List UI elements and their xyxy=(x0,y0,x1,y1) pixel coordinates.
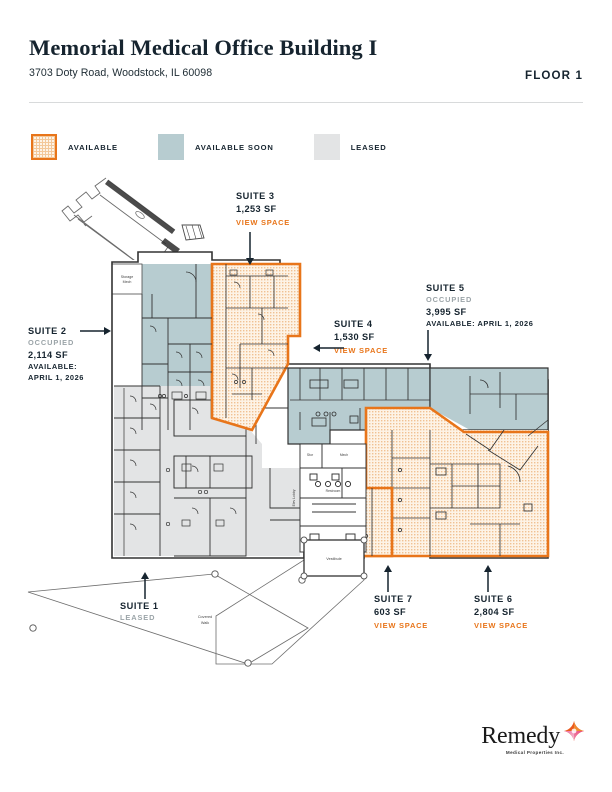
plan-doors-suite2 xyxy=(149,271,207,411)
suite-6-area: 2,804 SF xyxy=(474,607,515,618)
callout-suite-4: SUITE 4 1,530 SF VIEW SPACE xyxy=(334,318,388,356)
suite-4-area: 1,530 SF xyxy=(334,332,375,343)
suite-5-area[interactable] xyxy=(429,367,549,434)
page-title: Memorial Medical Office Building I xyxy=(29,35,378,60)
label-elev-lobby: Elev Lobby xyxy=(292,489,296,506)
floor-plan-svg: Stor Mech Restroom Storage Mech Elev Lob… xyxy=(27,177,550,667)
suite-3-area: 1,253 SF xyxy=(236,204,277,215)
callout-suite-3: SUITE 3 1,253 SF VIEW SPACE xyxy=(236,190,290,228)
plan-core-labels: Stor Mech Restroom xyxy=(307,453,348,493)
suite-6-view-space-link[interactable]: VIEW SPACE xyxy=(474,621,529,631)
legend-label-available: AVAILABLE xyxy=(68,142,118,152)
label-mech: Mech xyxy=(340,453,348,457)
suite-7-name: SUITE 7 xyxy=(374,594,413,604)
callout-suite-5: SUITE 5 OCCUPIED 3,995 SF AVAILABLE: APR… xyxy=(426,282,533,329)
plan-covered-walk-outline xyxy=(27,573,309,665)
label-covered-walk-2: Walk xyxy=(201,621,209,625)
plan-walk-columns xyxy=(29,570,306,667)
plan-vestibule xyxy=(303,539,365,577)
label-storage: Stor xyxy=(307,453,314,457)
suite-1-name: SUITE 1 xyxy=(120,601,159,611)
legend-swatch-available-soon xyxy=(157,134,184,160)
plan-interior-walls-suite4 xyxy=(290,368,430,430)
suite-2-area: 2,114 SF xyxy=(28,349,68,360)
suite-4-view-space-link[interactable]: VIEW SPACE xyxy=(334,346,389,356)
property-address: 3703 Doty Road, Woodstock, IL 60098 xyxy=(29,66,213,79)
legend: AVAILABLE AVAILABLE SOON LEASED xyxy=(31,134,427,160)
suite-5-status: OCCUPIED xyxy=(426,295,473,305)
legend-swatch-available xyxy=(31,134,57,160)
legend-item-leased: LEASED xyxy=(313,134,387,160)
legend-label-leased: LEASED xyxy=(350,142,387,152)
label-covered-walk: Covered xyxy=(198,615,212,619)
plan-interior-walls-suite5 xyxy=(469,372,548,420)
suite-7-area: 603 SF xyxy=(374,607,407,618)
logo-tagline: Medical Properties Inc. xyxy=(505,750,564,755)
legend-item-available-soon: AVAILABLE SOON xyxy=(157,134,274,160)
suite-3-arrow xyxy=(246,232,254,265)
floor-plan: Stor Mech Restroom Storage Mech Elev Lob… xyxy=(0,168,612,688)
suite-5-arrow xyxy=(424,330,432,361)
callout-suite-6: SUITE 6 2,804 SF VIEW SPACE xyxy=(474,593,528,631)
suite-3-name: SUITE 3 xyxy=(236,191,275,201)
label-storage-room-2: Mech xyxy=(123,280,132,284)
suite-2-status: OCCUPIED xyxy=(28,338,75,348)
page-header: Memorial Medical Office Building I 3703 … xyxy=(29,35,583,82)
suite-1-arrow xyxy=(141,572,149,599)
callout-suite-7: SUITE 7 603 SF VIEW SPACE xyxy=(374,593,428,631)
remedy-logo: Remedy xyxy=(481,721,586,755)
label-restroom: Restroom xyxy=(326,489,341,493)
suite-4-name: SUITE 4 xyxy=(334,319,373,329)
logo-row: Remedy xyxy=(481,721,586,749)
suite-5-available: AVAILABLE: APRIL 1, 2026 xyxy=(426,319,534,329)
plan-north-vestibule xyxy=(181,224,205,241)
suite-2-arrow xyxy=(80,327,111,335)
floor-label: FLOOR 1 xyxy=(525,69,583,82)
suite-7-view-space-link[interactable]: VIEW SPACE xyxy=(374,621,429,631)
legend-swatch-leased xyxy=(313,134,340,160)
suite-6-arrow xyxy=(484,565,492,592)
plan-building-core xyxy=(299,443,367,553)
legend-item-available: AVAILABLE xyxy=(31,134,118,160)
legend-label-available-soon: AVAILABLE SOON xyxy=(194,142,274,152)
suite-5-name: SUITE 5 xyxy=(426,283,465,293)
plan-interior-walls-suite3 xyxy=(225,264,288,418)
remedy-diamond-icon xyxy=(564,721,584,741)
header-divider xyxy=(29,102,583,103)
suite-5-area: 3,995 SF xyxy=(426,306,467,317)
logo-wordmark: Remedy xyxy=(481,723,560,749)
suite-2-available-label: AVAILABLE: xyxy=(28,362,78,372)
suite-4-arrow xyxy=(313,344,344,352)
suite-1-status: LEASED xyxy=(120,613,156,623)
plan-doors-suite3 xyxy=(229,269,275,384)
suite-3-view-space-link[interactable]: VIEW SPACE xyxy=(236,218,291,228)
suite-2-available-date: APRIL 1, 2026 xyxy=(28,372,84,382)
label-vestibule: Vestibule xyxy=(326,557,341,561)
callout-suite-1: SUITE 1 LEASED xyxy=(120,600,159,623)
plan-vestibule-columns xyxy=(300,536,368,580)
suite-7-arrow xyxy=(384,565,392,592)
suite-3-area[interactable] xyxy=(210,262,302,432)
plan-entry-canopy-shade xyxy=(105,180,180,254)
plan-interior-walls-suite6 xyxy=(391,419,549,556)
suite-6-name: SUITE 6 xyxy=(474,594,513,604)
plan-interior-walls-suite2 xyxy=(141,264,212,430)
label-storage-room: Storage xyxy=(121,275,134,279)
callout-suite-2: SUITE 2 OCCUPIED 2,114 SF AVAILABLE: APR… xyxy=(28,325,84,383)
suite-2-name: SUITE 2 xyxy=(28,326,67,336)
